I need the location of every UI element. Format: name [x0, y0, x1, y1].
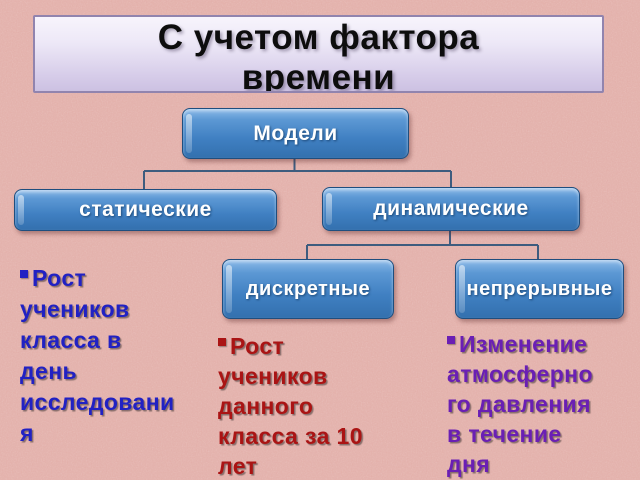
bullet-square-icon	[447, 336, 455, 344]
example-line: я	[20, 420, 34, 446]
example-line-text: Рост	[230, 333, 285, 359]
example-continuous-model: Изменение атмосферно го давления в течен…	[447, 329, 593, 479]
bullet-square-icon	[20, 270, 28, 278]
slide-title-line-2: времени	[241, 58, 396, 93]
diagram-node-dynamic: динамические	[322, 187, 580, 231]
slide-title: С учетом фактора времени	[33, 15, 604, 93]
example-line: Рост	[218, 331, 363, 361]
example-line: лет	[218, 453, 258, 479]
diagram-node-static: статические	[14, 189, 277, 231]
slide-title-line-1: С учетом фактора	[157, 18, 480, 57]
example-line: го давления	[447, 391, 591, 417]
example-line: атмосферно	[447, 361, 593, 387]
example-line-text: Рост	[32, 265, 87, 291]
diagram-node-static-label: статические	[79, 198, 212, 221]
example-line: класса за 10	[218, 423, 363, 449]
example-line: класса в	[20, 327, 122, 353]
example-line: учеников	[218, 363, 328, 389]
example-line: данного	[218, 393, 314, 419]
example-line: в течение	[447, 421, 562, 447]
example-line: Рост	[20, 263, 175, 294]
diagram-node-dynamic-label: динамические	[373, 197, 529, 220]
example-line: исследовани	[20, 389, 175, 415]
example-discrete-model: Рост учеников данного класса за 10 лет	[218, 331, 363, 480]
diagram-node-models: Модели	[182, 108, 409, 159]
bullet-square-icon	[218, 338, 226, 346]
diagram-node-discrete: дискретные	[222, 259, 394, 319]
example-line: дня	[447, 451, 491, 477]
example-line: день	[20, 358, 78, 384]
example-line-text: Изменение	[459, 331, 588, 357]
diagram-node-models-label: Модели	[253, 121, 338, 145]
diagram-node-continuous-label: непрерывные	[466, 277, 613, 300]
example-line: Изменение	[447, 329, 593, 359]
diagram-node-continuous: непрерывные	[455, 259, 624, 319]
example-line: учеников	[20, 296, 130, 322]
example-static-model: Рост учеников класса в день исследовани …	[20, 263, 175, 449]
diagram-node-discrete-label: дискретные	[245, 277, 371, 300]
